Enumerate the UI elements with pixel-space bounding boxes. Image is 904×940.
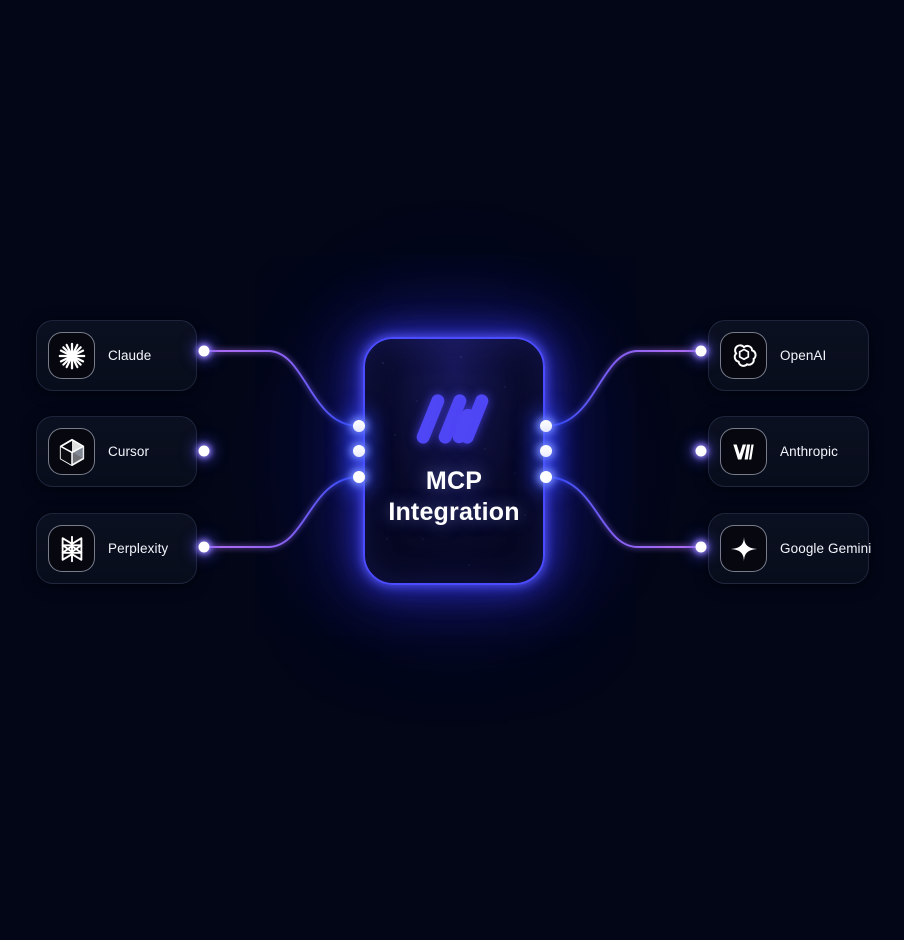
- hub-title: MCP Integration: [388, 466, 519, 529]
- hub-title-line-2: Integration: [388, 498, 520, 526]
- node-anthropic-endpoint[interactable]: [695, 445, 707, 457]
- card-label: Google Gemini: [780, 541, 872, 556]
- card-label: Cursor: [108, 444, 150, 459]
- wire-gemini: [545, 476, 702, 548]
- hub-port-left-top[interactable]: [353, 420, 365, 432]
- hub-title-line-1: MCP: [425, 466, 483, 495]
- mcp-integration-hub[interactable]: MCP Integration: [363, 337, 545, 585]
- wire-perplexity: [203, 476, 360, 548]
- hub-starfield: [365, 339, 543, 583]
- node-claude-endpoint[interactable]: [198, 345, 210, 357]
- wire-openai: [545, 350, 702, 427]
- mcp-logo: [414, 391, 491, 446]
- card-cursor[interactable]: Cursor: [36, 416, 197, 487]
- card-label: OpenAI: [780, 348, 827, 363]
- card-label: Perplexity: [108, 541, 169, 556]
- card-openai[interactable]: OpenAI: [708, 320, 869, 391]
- hub-port-right-top[interactable]: [540, 420, 552, 432]
- claude-starburst-icon: [48, 332, 95, 379]
- node-cursor-endpoint[interactable]: [198, 445, 210, 457]
- card-label: Anthropic: [780, 444, 838, 459]
- node-gemini-endpoint[interactable]: [695, 541, 707, 553]
- perplexity-icon: [48, 525, 95, 572]
- gemini-sparkle-icon: [720, 525, 767, 572]
- openai-knot-icon: [720, 332, 767, 379]
- hub-port-left-bottom[interactable]: [353, 471, 365, 483]
- wire-claude: [203, 350, 360, 427]
- card-label: Claude: [108, 348, 152, 363]
- node-perplexity-endpoint[interactable]: [198, 541, 210, 553]
- card-perplexity[interactable]: Perplexity: [36, 513, 197, 584]
- cursor-cube-icon: [48, 428, 95, 475]
- card-claude[interactable]: Claude: [36, 320, 197, 391]
- hub-port-right-middle[interactable]: [540, 445, 552, 457]
- hub-port-right-bottom[interactable]: [540, 471, 552, 483]
- hub-port-left-middle[interactable]: [353, 445, 365, 457]
- anthropic-wordmark-icon: [720, 428, 767, 475]
- node-openai-endpoint[interactable]: [695, 345, 707, 357]
- card-google-gemini[interactable]: Google Gemini: [708, 513, 872, 584]
- card-anthropic[interactable]: Anthropic: [708, 416, 869, 487]
